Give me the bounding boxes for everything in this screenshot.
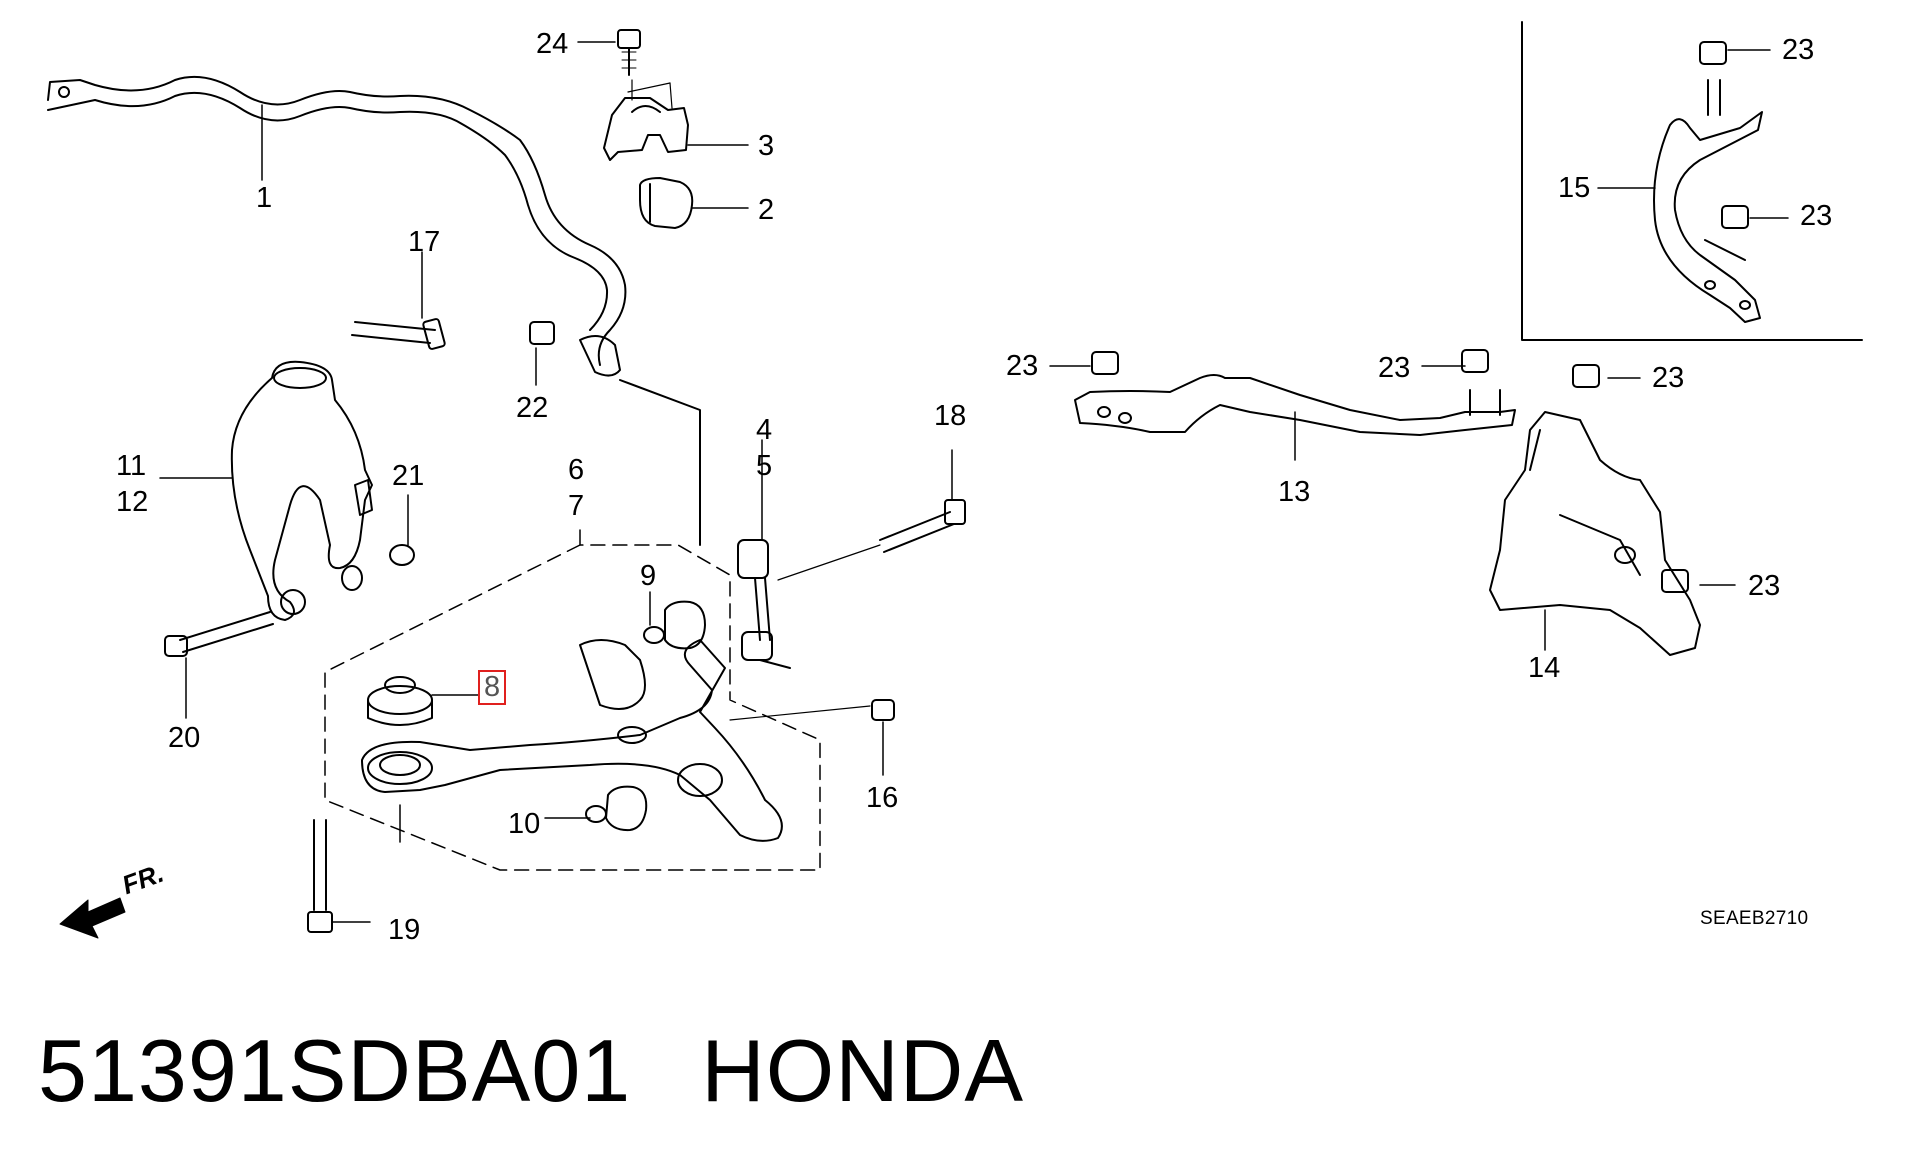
callout-23-subframe-left: 23 bbox=[1006, 350, 1039, 382]
bushing-9 bbox=[643, 591, 706, 650]
callout-21: 21 bbox=[392, 460, 425, 492]
drawing-code: SEAEB2710 bbox=[1700, 908, 1809, 929]
callout-14: 14 bbox=[1528, 652, 1561, 684]
nut-23-c bbox=[1572, 364, 1600, 388]
callout-24: 24 bbox=[536, 28, 569, 60]
callout-2: 2 bbox=[758, 194, 775, 226]
bolt-20 bbox=[164, 611, 274, 719]
nut-22 bbox=[529, 321, 555, 386]
callout-18: 18 bbox=[934, 400, 967, 432]
callout-5: 5 bbox=[756, 450, 773, 482]
callout-8-highlighted[interactable]: 8 bbox=[478, 670, 507, 705]
callout-10: 10 bbox=[508, 808, 541, 840]
bolt-17 bbox=[351, 251, 446, 350]
bracket-15 bbox=[1597, 49, 1789, 323]
nut-23-a bbox=[1091, 351, 1119, 375]
bolt-19 bbox=[307, 819, 371, 933]
callout-23-bracket-top: 23 bbox=[1652, 362, 1685, 394]
callout-17: 17 bbox=[408, 226, 441, 258]
nut-23-b bbox=[1461, 349, 1501, 416]
callout-20: 20 bbox=[168, 722, 201, 754]
footer-caption: 51391SDBA01 HONDA bbox=[38, 1020, 1024, 1122]
inset-frame bbox=[1521, 21, 1863, 341]
callout-22: 22 bbox=[516, 392, 549, 424]
nut-23-f bbox=[1721, 205, 1749, 229]
stabilizer-bar bbox=[47, 75, 627, 377]
callout-19: 19 bbox=[388, 914, 421, 946]
stabilizer-bushing-holder bbox=[603, 79, 749, 161]
nut-16 bbox=[729, 699, 895, 776]
bolt-24 bbox=[577, 29, 641, 76]
nut-21 bbox=[389, 494, 415, 566]
stabilizer-bushing bbox=[639, 177, 749, 229]
callout-9: 9 bbox=[640, 560, 657, 592]
stabilizer-link bbox=[619, 379, 791, 669]
callout-15: 15 bbox=[1558, 172, 1591, 204]
callout-4: 4 bbox=[756, 414, 773, 446]
lower-arm-group bbox=[324, 529, 821, 871]
callout-3: 3 bbox=[758, 130, 775, 162]
callout-13: 13 bbox=[1278, 476, 1311, 508]
bolt-18 bbox=[777, 449, 966, 581]
bushing-10 bbox=[544, 785, 648, 832]
callout-12: 12 bbox=[116, 486, 149, 518]
callout-16: 16 bbox=[866, 782, 899, 814]
callout-1: 1 bbox=[256, 182, 273, 214]
subframe-bracket bbox=[1489, 377, 1736, 656]
callout-23-bracket-bottom: 23 bbox=[1748, 570, 1781, 602]
brand-name: HONDA bbox=[701, 1021, 1025, 1120]
nut-23-e bbox=[1699, 41, 1727, 116]
knuckle bbox=[159, 360, 373, 621]
lower-arm bbox=[361, 639, 783, 842]
callout-11: 11 bbox=[116, 450, 147, 482]
subframe-bar bbox=[1049, 365, 1516, 461]
bushing-8 bbox=[367, 676, 479, 726]
callout-23-subframe-right: 23 bbox=[1378, 352, 1411, 384]
callout-7: 7 bbox=[568, 490, 585, 522]
front-direction-arrow-icon bbox=[59, 897, 126, 939]
part-number: 51391SDBA01 bbox=[38, 1021, 632, 1120]
callout-6: 6 bbox=[568, 454, 585, 486]
nut-23-d bbox=[1661, 569, 1689, 593]
callout-23-inset-middle: 23 bbox=[1800, 200, 1833, 232]
callout-23-inset-top: 23 bbox=[1782, 34, 1815, 66]
